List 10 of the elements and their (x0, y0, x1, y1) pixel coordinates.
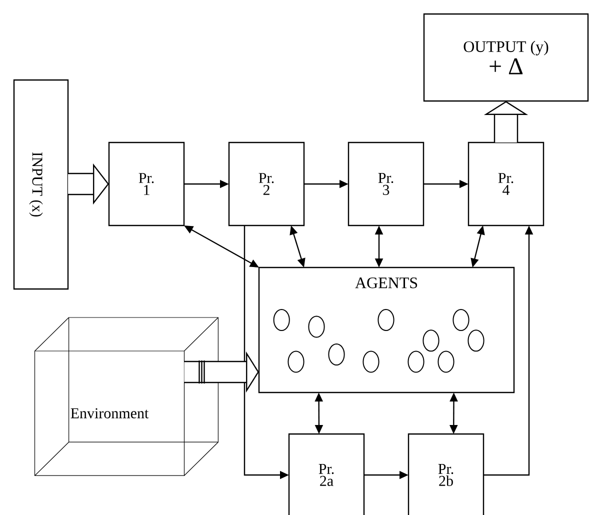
output-box: OUTPUT (y) + Δ (423, 13, 589, 102)
process-box: Pr. 2b (408, 433, 484, 515)
agents-box: AGENTS (258, 266, 515, 394)
input-label: INPUT (x) (29, 152, 43, 217)
environment-cube: Environment (34, 317, 218, 476)
process-box: Pr. 2 (228, 142, 305, 226)
process-box: Pr. 4 (468, 142, 544, 226)
process-box: Pr. 3 (348, 142, 424, 226)
process-box: Pr. 1 (108, 142, 185, 226)
process-box: Pr. 2a (288, 433, 365, 515)
